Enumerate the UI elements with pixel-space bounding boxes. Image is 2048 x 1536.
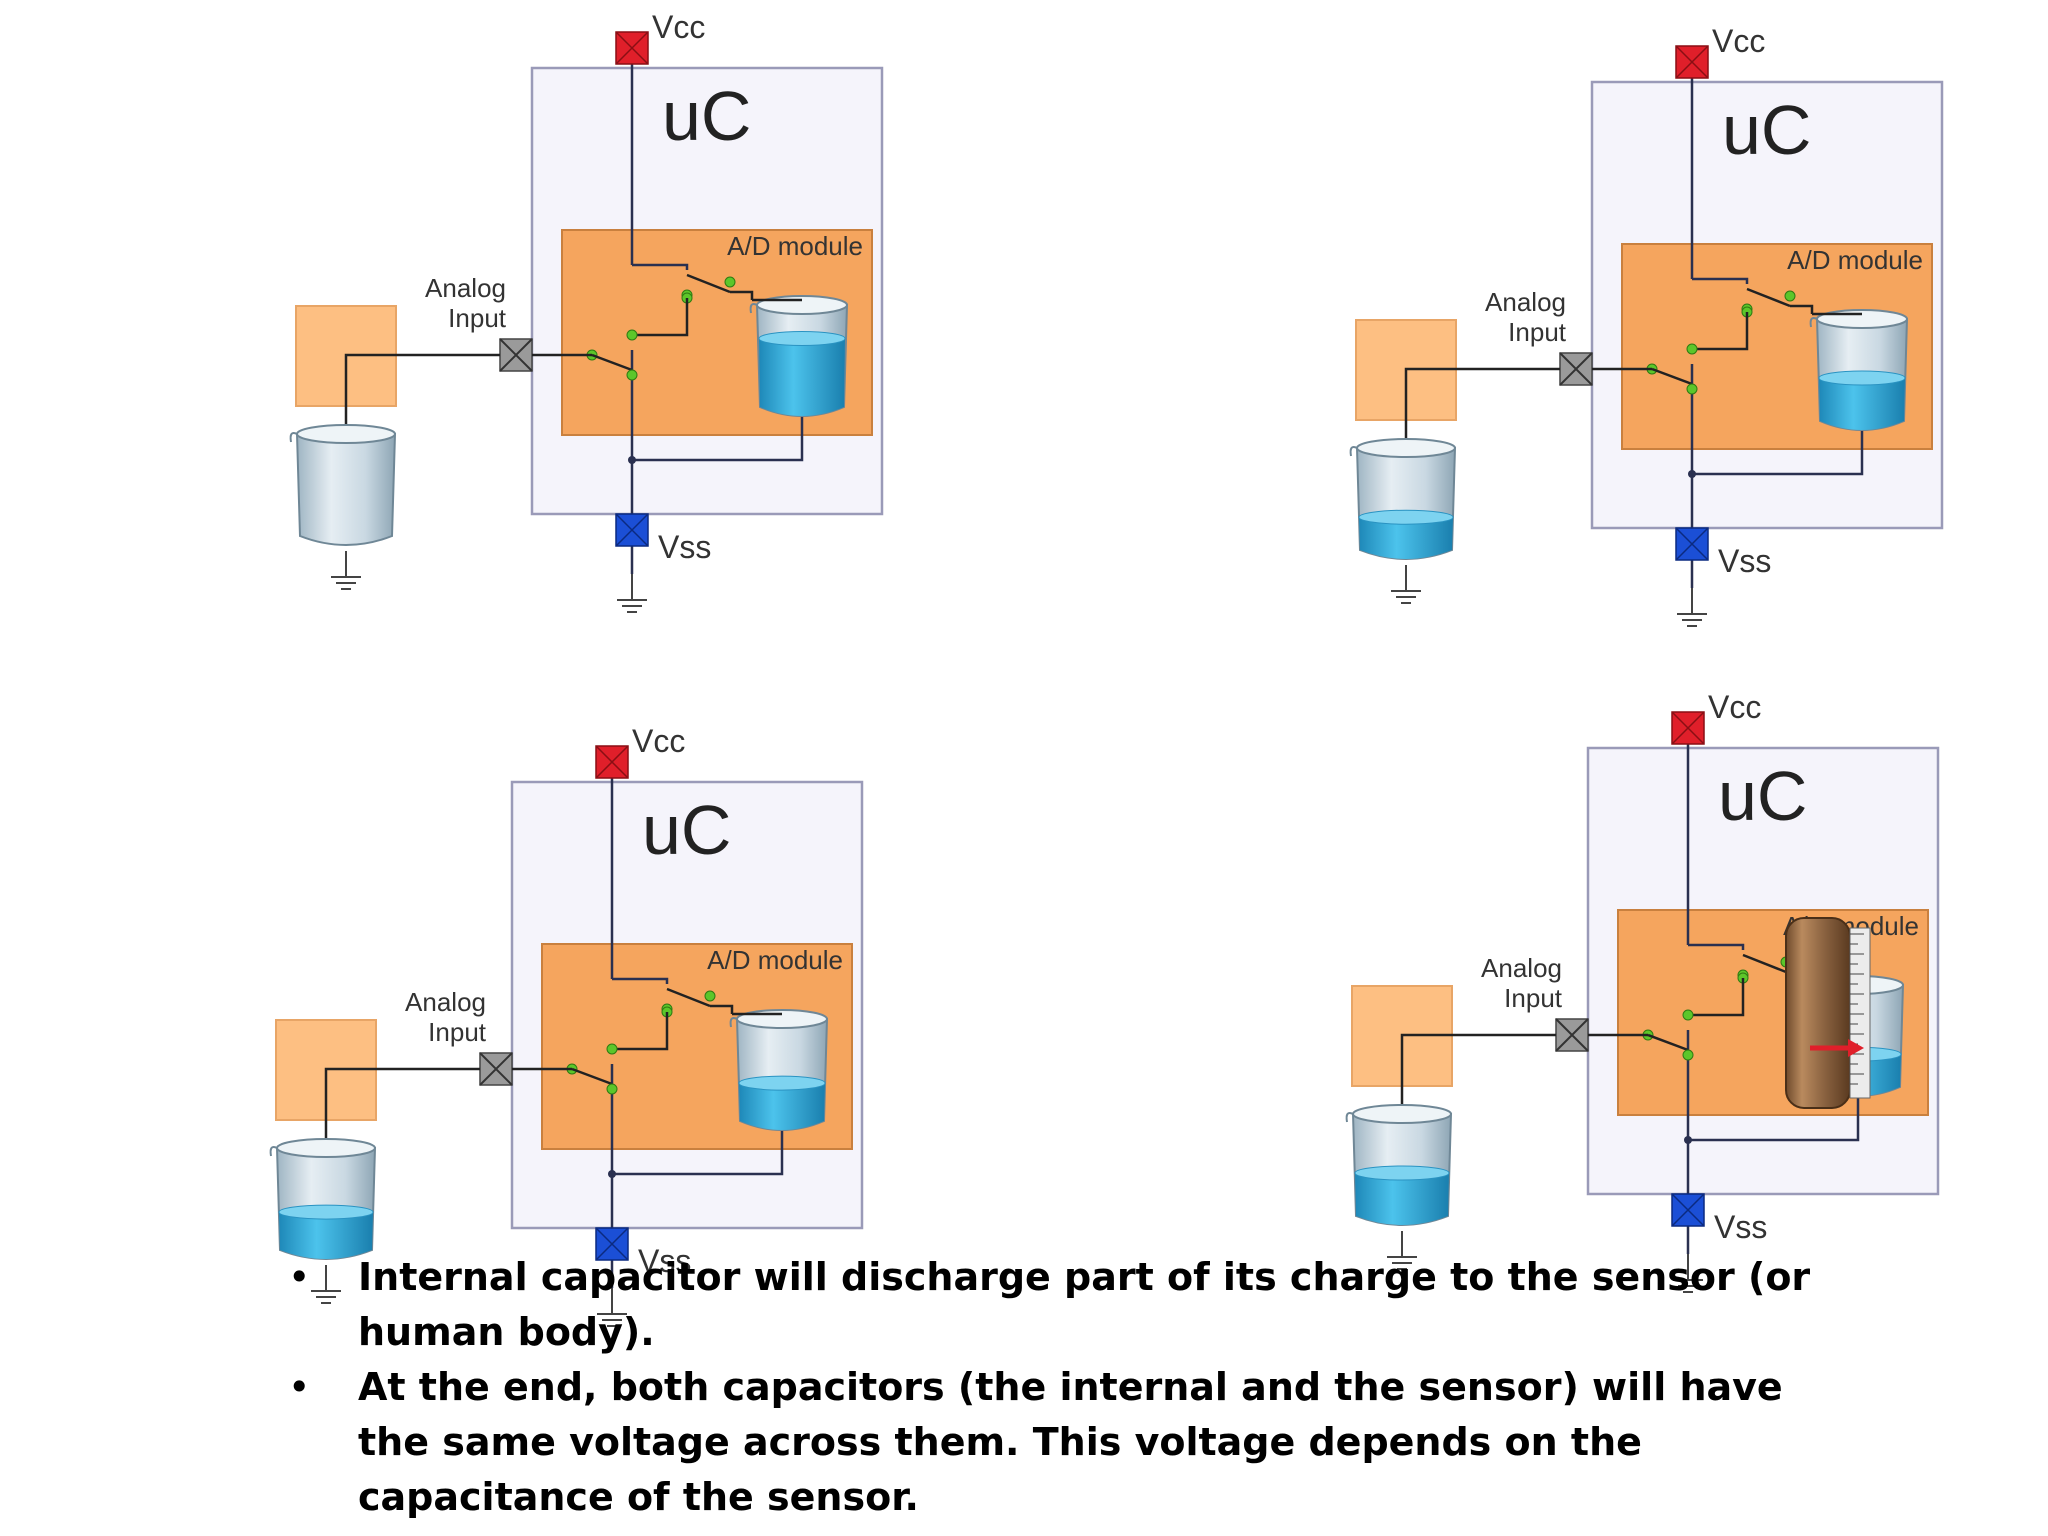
water-level <box>1355 1173 1449 1225</box>
internal-capacitor-beaker <box>729 1009 829 1131</box>
vss-label: Vss <box>638 1243 691 1279</box>
vss-label: Vss <box>658 529 711 565</box>
ad-module-label: A/D module <box>707 945 843 975</box>
analog-input-label-1: Analog <box>405 987 486 1017</box>
ground-icon <box>597 1288 627 1327</box>
bullet-item-2: • At the end, both capacitors (the inter… <box>288 1360 1848 1525</box>
sensor-capacitor-beaker <box>289 424 397 546</box>
uc-label: uC <box>1718 757 1807 835</box>
bullet-text-2: At the end, both capacitors (the interna… <box>358 1365 1783 1519</box>
switch-node <box>626 329 638 341</box>
vcc-label: Vcc <box>652 9 705 45</box>
vss-label: Vss <box>1714 1209 1767 1245</box>
sensor-wire <box>344 353 500 436</box>
water-level <box>739 1083 825 1130</box>
switch-node <box>1682 1049 1694 1061</box>
switch-node <box>1686 383 1698 395</box>
ground-icon <box>1673 1254 1703 1293</box>
bullet-list: • Internal capacitor will discharge part… <box>288 1250 1848 1525</box>
switch-blade <box>591 353 633 372</box>
internal-capacitor-beaker <box>749 295 849 417</box>
ad-module-label: A/D module <box>727 231 863 261</box>
water-level <box>759 338 845 416</box>
vss-label: Vss <box>1718 543 1771 579</box>
ground-icon <box>1387 1231 1417 1270</box>
internal-capacitor-beaker <box>1809 309 1909 431</box>
water-level <box>1359 517 1453 559</box>
ad-module-label: A/D module <box>1787 245 1923 275</box>
sensor-wire <box>1400 1033 1556 1116</box>
analog-input-label-2: Input <box>428 1017 487 1047</box>
switch-node <box>1682 1009 1694 1021</box>
ground-icon <box>331 551 361 590</box>
junction-dot <box>1684 1136 1692 1144</box>
switch-node <box>626 369 638 381</box>
ground-icon <box>311 1265 341 1304</box>
switch-blade <box>1742 953 1787 974</box>
sensor-capacitor-beaker <box>1349 438 1457 560</box>
uc-label: uC <box>662 77 751 155</box>
uc-label: uC <box>642 791 731 869</box>
ground-icon <box>617 574 647 613</box>
bullet-item-1: • Internal capacitor will discharge part… <box>288 1250 1848 1360</box>
switch-node <box>704 990 716 1002</box>
sensor-wire <box>324 1067 480 1150</box>
junction-dot <box>628 456 636 464</box>
water-level <box>279 1212 373 1259</box>
switch-blade <box>666 987 711 1008</box>
vcc-label: Vcc <box>1712 23 1765 59</box>
analog-input-label-1: Analog <box>1485 287 1566 317</box>
analog-input-label-2: Input <box>448 303 507 333</box>
analog-input-label-1: Analog <box>425 273 506 303</box>
bullet-dot: • <box>288 1255 311 1299</box>
sensor-capacitor-beaker <box>269 1138 377 1260</box>
junction-dot <box>1688 470 1696 478</box>
bullet-text-1: Internal capacitor will discharge part o… <box>358 1255 1811 1354</box>
switch-node <box>724 276 736 288</box>
vcc-label: Vcc <box>632 723 685 759</box>
uc-label: uC <box>1722 91 1811 169</box>
analog-input-label-2: Input <box>1504 983 1563 1013</box>
vcc-label: Vcc <box>1708 689 1761 725</box>
sensor-wire <box>1404 367 1560 450</box>
switch-node <box>606 1043 618 1055</box>
switch-node <box>606 1083 618 1095</box>
switch-node <box>1686 343 1698 355</box>
switch-blade <box>1647 1033 1689 1052</box>
switch-blade <box>686 273 731 294</box>
analog-input-label-2: Input <box>1508 317 1567 347</box>
switch-blade <box>1651 367 1693 386</box>
junction-dot <box>608 1170 616 1178</box>
water-level <box>1819 378 1905 430</box>
sensor-capacitor-beaker <box>1345 1104 1453 1226</box>
switch-node <box>1784 290 1796 302</box>
analog-input-label-1: Analog <box>1481 953 1562 983</box>
ground-icon <box>1391 565 1421 604</box>
scale-ruler <box>1849 927 1871 1099</box>
ground-icon <box>1677 588 1707 627</box>
bullet-dot: • <box>288 1365 311 1409</box>
switch-blade <box>1746 287 1791 308</box>
finger-probe <box>1785 917 1871 1109</box>
switch-blade <box>571 1067 613 1086</box>
